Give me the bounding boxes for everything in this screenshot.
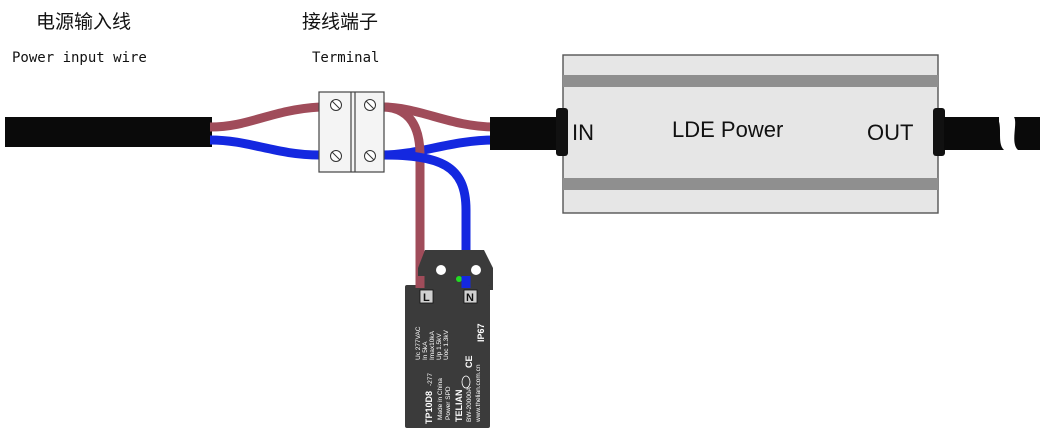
lde-power-supply: IN LDE Power OUT — [556, 54, 945, 214]
spd-model: TP10D8 — [424, 391, 434, 424]
neutral-wire-spd — [381, 150, 471, 290]
power-supply-title: LDE Power — [672, 117, 783, 142]
power-input-label-en: Power input wire — [12, 50, 147, 66]
terminal-n-label: N — [466, 292, 474, 304]
terminal-l-label: L — [423, 292, 430, 304]
spd-address: www.thelian.com.cn — [475, 364, 482, 423]
terminal-label-cn: 接线端子 — [302, 11, 378, 33]
live-wire-input — [209, 102, 321, 132]
out-label: OUT — [867, 120, 913, 145]
cable-break-icon — [1014, 117, 1040, 150]
screw-icon — [330, 99, 342, 111]
input-cable — [5, 117, 212, 147]
spd-code: BW-20000A — [466, 386, 473, 422]
screw-icon — [364, 150, 376, 162]
spd-model-suffix: -277 — [427, 373, 434, 386]
spd-spec-4: Uoc 1.3kV — [443, 329, 450, 360]
spd-device: L N TP10D8 -277 Made in China Power SPD … — [405, 250, 493, 428]
spd-body — [405, 285, 490, 428]
lde-input-cable — [490, 117, 560, 150]
output-cable-gland — [933, 108, 945, 156]
input-cable-gland — [556, 108, 568, 156]
live-wire-spd — [381, 102, 425, 290]
spd-spec-0: Uc 277VAC — [415, 326, 422, 360]
screw-icon — [330, 150, 342, 162]
terminal-block — [318, 91, 385, 173]
housing-stripe-top — [563, 75, 938, 87]
terminal-n-marker — [463, 289, 478, 304]
mounting-hole-icon — [436, 265, 446, 275]
spd-rating: IP67 — [476, 323, 486, 342]
spd-made-in: Made in China — [437, 378, 444, 420]
certification-icon — [461, 375, 471, 389]
output-cable — [944, 117, 1040, 150]
neutral-wire-input — [209, 135, 321, 160]
spd-spec-1: In 5kA — [422, 341, 429, 360]
spd-power-spd: Power SPD — [445, 386, 452, 420]
spd-spec-2: Imax10kA — [429, 330, 436, 360]
screw-icon — [364, 99, 376, 111]
mounting-hole-icon — [471, 265, 481, 275]
spd-cert: CE — [464, 355, 474, 368]
spd-mounting-tab — [418, 250, 493, 290]
terminal-l-marker — [419, 289, 434, 304]
status-indicator-icon — [456, 276, 462, 282]
in-label: IN — [572, 120, 594, 145]
terminal-label-en: Terminal — [312, 50, 379, 66]
power-input-label-cn: 电源输入线 — [36, 11, 131, 33]
spd-brand: TELIAN — [454, 390, 464, 423]
spd-spec-3: Up 1.5kV — [436, 333, 443, 360]
housing-stripe-bottom — [563, 178, 938, 190]
